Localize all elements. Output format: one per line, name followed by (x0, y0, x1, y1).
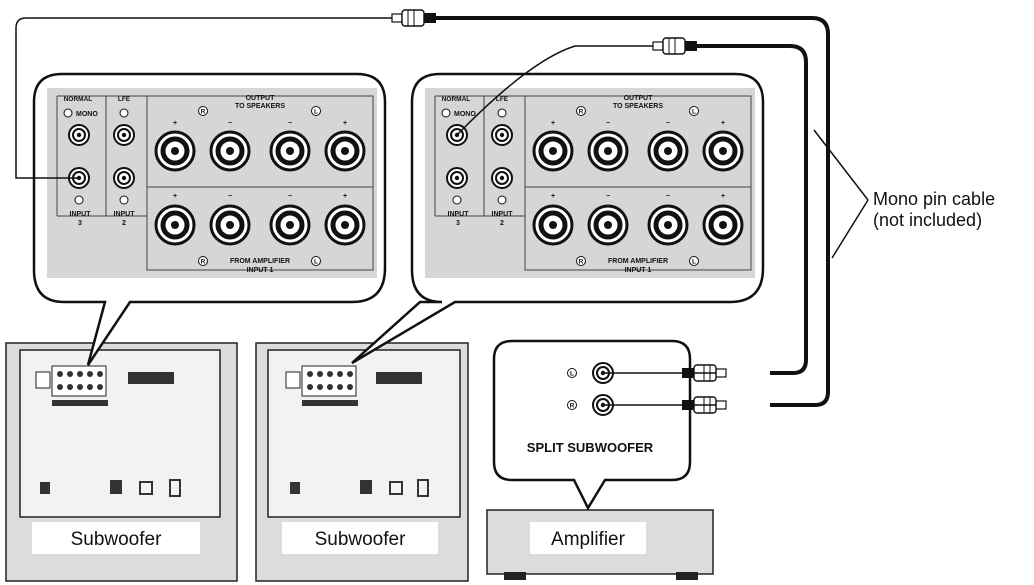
rca-plug (652, 37, 698, 55)
plus-sign: + (173, 193, 177, 200)
subwoofer-1: Subwoofer (5, 342, 238, 582)
minus-sign: − (666, 120, 670, 127)
amplifier-terminal (326, 206, 364, 244)
speaker-terminal (326, 132, 364, 170)
amplifier-terminal (271, 206, 309, 244)
plus-sign: + (551, 193, 555, 200)
from-amplifier-label: FROM AMPLIFIER (608, 258, 668, 265)
speaker-terminal (589, 132, 627, 170)
callout-line-1: Mono pin cable (873, 189, 995, 209)
minus-sign: − (606, 120, 610, 127)
plus-sign: + (343, 120, 347, 127)
left-marker: L (692, 109, 696, 116)
plus-sign: + (551, 120, 555, 127)
rca-jack (446, 167, 468, 189)
subwoofer-2: Subwoofer (255, 342, 469, 582)
mono-label: MONO (454, 111, 476, 118)
speaker-terminal (211, 132, 249, 170)
from-amplifier-label: FROM AMPLIFIER (230, 258, 290, 265)
minus-sign: − (288, 193, 292, 200)
to-speakers-label: TO SPEAKERS (613, 103, 663, 110)
to-speakers-label: TO SPEAKERS (235, 103, 285, 110)
mono-label: MONO (76, 111, 98, 118)
amplifier: Amplifier (486, 509, 714, 580)
mono-pin-cable-2 (456, 37, 808, 382)
amplifier-terminal (589, 206, 627, 244)
speaker-terminal (649, 132, 687, 170)
input1-label: INPUT 1 (247, 267, 274, 274)
zoom-panel-2: NORMAL LFE MONO INPUT 3 INPUT 2 OUTPUT T… (351, 72, 765, 365)
minus-sign: − (606, 193, 610, 200)
speaker-terminal (534, 132, 572, 170)
plus-sign: + (721, 193, 725, 200)
amplifier-terminal (211, 206, 249, 244)
normal-label: NORMAL (64, 96, 93, 103)
input3-label: INPUT (70, 211, 92, 218)
lfe-label: LFE (496, 96, 509, 103)
rca-jack (68, 124, 90, 146)
input3-num: 3 (78, 220, 82, 227)
right-marker: R (570, 403, 575, 410)
rca-jack (113, 167, 135, 189)
rca-jack (491, 124, 513, 146)
minus-sign: − (288, 120, 292, 127)
amplifier-label: Amplifier (551, 529, 626, 550)
input2-label: INPUT (114, 211, 136, 218)
left-marker: L (570, 371, 574, 378)
minus-sign: − (228, 193, 232, 200)
amplifier-terminal (534, 206, 572, 244)
mono-pin-cable-1 (15, 9, 830, 414)
normal-label: NORMAL (442, 96, 471, 103)
subwoofer-2-label: Subwoofer (315, 529, 407, 550)
split-subwoofer-panel: L R SPLIT SUBWOOFER (492, 339, 692, 511)
rca-plug (391, 9, 437, 27)
rca-jack (113, 124, 135, 146)
input2-label: INPUT (492, 211, 514, 218)
mini-terminal-panel (35, 365, 174, 406)
plus-sign: + (721, 120, 725, 127)
zoom-panel-1: NORMAL LFE MONO INPUT 3 INPUT 2 OUTPUT T… (32, 72, 387, 366)
rca-jack (491, 167, 513, 189)
output-label: OUTPUT (624, 95, 654, 102)
right-marker: R (201, 109, 206, 116)
callout-line-2: (not included) (873, 210, 982, 230)
lfe-label: LFE (118, 96, 131, 103)
split-subwoofer-title: SPLIT SUBWOOFER (527, 440, 654, 455)
subwoofer-1-label: Subwoofer (71, 529, 163, 550)
left-marker: L (692, 259, 696, 266)
left-marker: L (314, 109, 318, 116)
output-label: OUTPUT (246, 95, 276, 102)
minus-sign: − (666, 193, 670, 200)
speaker-terminal (156, 132, 194, 170)
plus-sign: + (173, 120, 177, 127)
plus-sign: + (343, 193, 347, 200)
minus-sign: − (228, 120, 232, 127)
right-marker: R (579, 109, 584, 116)
input3-num: 3 (456, 220, 460, 227)
input2-num: 2 (122, 220, 126, 227)
amplifier-terminal (704, 206, 742, 244)
input3-label: INPUT (448, 211, 470, 218)
amplifier-terminal (156, 206, 194, 244)
input2-num: 2 (500, 220, 504, 227)
mini-terminal-panel (285, 365, 422, 406)
right-marker: R (579, 259, 584, 266)
speaker-terminal (704, 132, 742, 170)
speaker-terminal (271, 132, 309, 170)
amplifier-terminal (649, 206, 687, 244)
cable-callout: Mono pin cable (not included) (813, 129, 995, 259)
right-marker: R (201, 259, 206, 266)
left-marker: L (314, 259, 318, 266)
input1-label: INPUT 1 (625, 267, 652, 274)
